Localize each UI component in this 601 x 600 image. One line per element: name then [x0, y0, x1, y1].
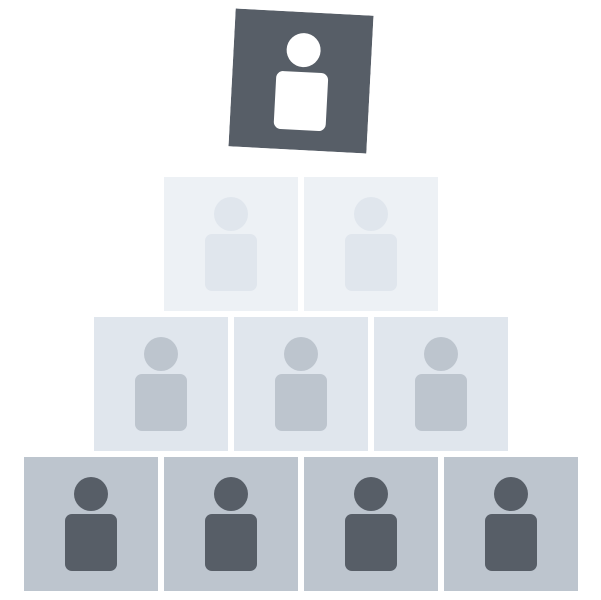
person-tile [164, 177, 298, 311]
person-icon [164, 457, 298, 591]
person-tile [94, 317, 228, 451]
person-icon [228, 8, 374, 154]
person-tile [374, 317, 508, 451]
person-icon [304, 177, 438, 311]
person-icon [164, 177, 298, 311]
person-icon [234, 317, 368, 451]
person-icon [94, 317, 228, 451]
person-tile [304, 177, 438, 311]
person-icon [374, 317, 508, 451]
person-tile [304, 457, 438, 591]
person-icon [24, 457, 158, 591]
person-icon [304, 457, 438, 591]
person-tile [234, 317, 368, 451]
person-tile [24, 457, 158, 591]
person-tile [164, 457, 298, 591]
top-person-tile [228, 8, 374, 154]
person-tile [444, 457, 578, 591]
person-icon [444, 457, 578, 591]
